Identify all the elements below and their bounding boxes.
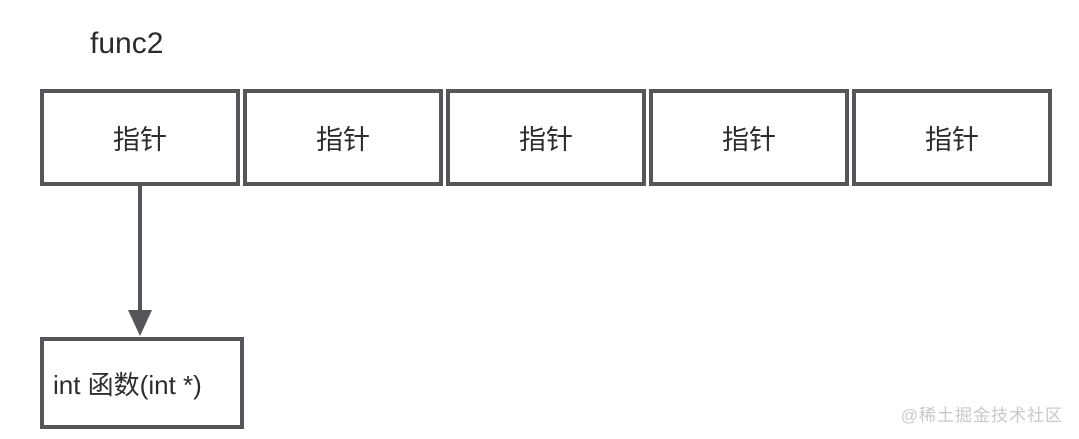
- pointer-cell-3: 指针: [649, 89, 849, 186]
- pointer-cell-label: 指针: [722, 125, 776, 155]
- function-signature-label: int 函数(int *): [53, 369, 202, 400]
- pointer-cell-0: 指针: [40, 89, 240, 186]
- pointer-cell-label: 指针: [519, 125, 573, 155]
- pointer-cell-label: 指针: [925, 125, 979, 155]
- pointer-cell-4: 指针: [852, 89, 1052, 186]
- pointer-cell-1: 指针: [243, 89, 443, 186]
- watermark: @稀土掘金技术社区: [900, 406, 1063, 425]
- array-name-label: func2: [90, 27, 164, 60]
- pointer-cell-label: 指针: [113, 125, 167, 155]
- pointer-array-row: 指针 指针 指针 指针 指针: [40, 89, 1052, 186]
- function-box: int 函数(int *): [40, 337, 244, 429]
- down-arrow: [128, 186, 152, 336]
- pointer-cell-label: 指针: [316, 125, 370, 155]
- pointer-cell-2: 指针: [446, 89, 646, 186]
